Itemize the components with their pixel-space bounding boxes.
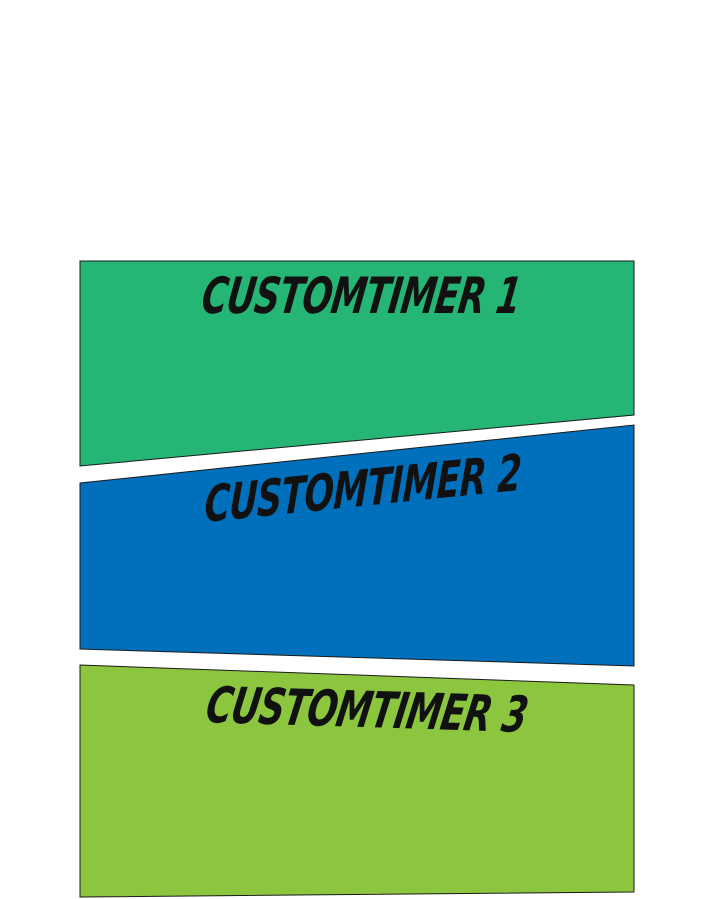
customtimer-1-background — [79, 260, 635, 467]
customtimer-2-panel[interactable]: CUSTOMTIMER 2 — [79, 424, 635, 667]
customtimer-3-label: CUSTOMTIMER 3 — [202, 675, 532, 743]
customtimer-1-panel[interactable]: CUSTOMTIMER 1 — [79, 260, 635, 467]
customtimer-3-panel[interactable]: CUSTOMTIMER 3 — [79, 664, 635, 898]
customtimer-3-background — [79, 664, 635, 898]
customtimer-2-background — [79, 424, 635, 667]
customtimer-1-label: CUSTOMTIMER 1 — [198, 266, 524, 325]
